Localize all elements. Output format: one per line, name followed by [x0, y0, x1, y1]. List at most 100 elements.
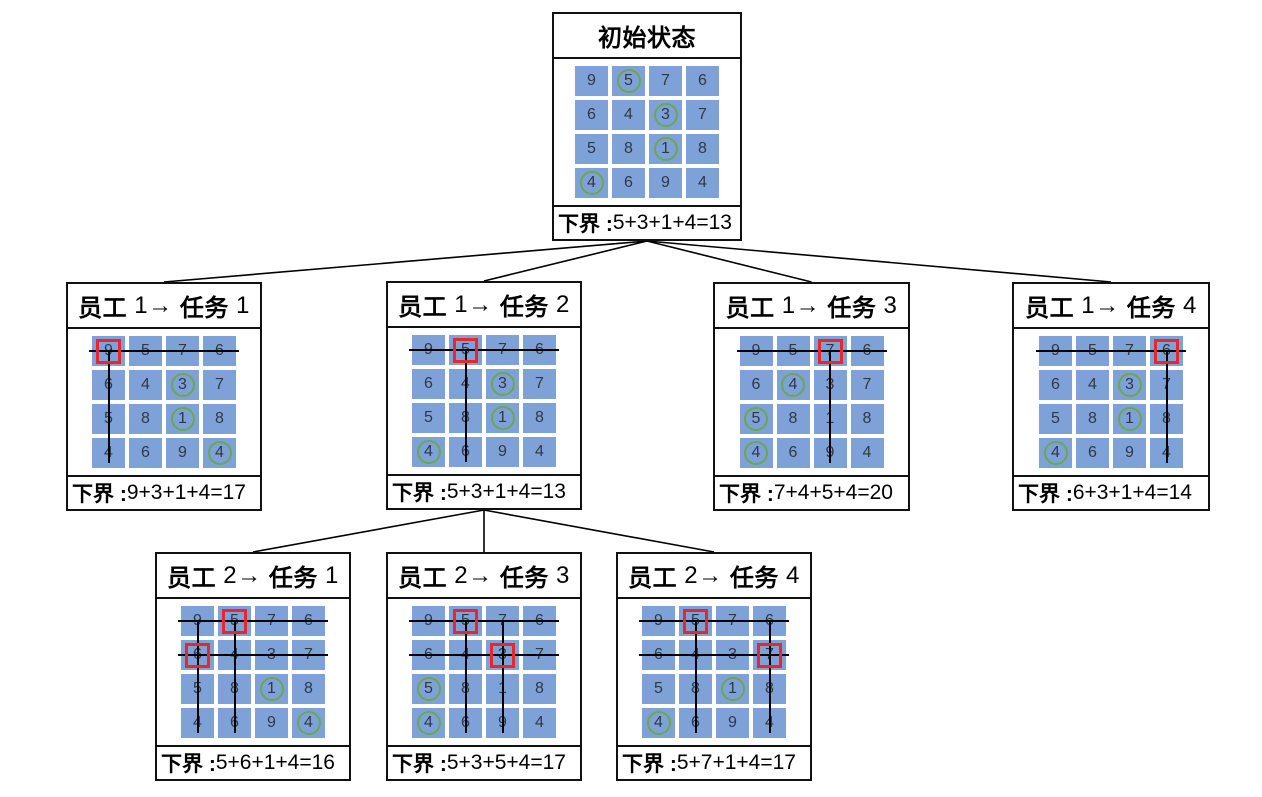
- node-title-segment: 员工: [398, 565, 448, 592]
- row-strike-line: [89, 350, 239, 352]
- matrix-cell: 7: [649, 66, 682, 96]
- column-strike-line: [464, 621, 467, 733]
- lower-bound-label: 下界 :: [392, 482, 447, 505]
- node-title-segment: 2→: [677, 561, 730, 589]
- matrix-cell: 4: [129, 370, 162, 400]
- tree-edge: [483, 240, 648, 282]
- row-strike-line: [736, 350, 887, 352]
- assignment-square: [683, 608, 708, 634]
- selection-circle: [653, 137, 678, 161]
- column-strike-line: [829, 351, 831, 463]
- lower-bound: 下界 :5+6+1+4=16: [157, 747, 349, 779]
- lower-bound: 下界 :6+3+1+4=14: [1014, 477, 1208, 509]
- matrix-cell: 6: [686, 66, 719, 96]
- node-emp2-task3: 员工 2→ 任务 39576643758184694下界 :5+3+5+4=17: [386, 552, 582, 781]
- matrix-cell: 4: [850, 438, 884, 468]
- matrix-cell: 7: [686, 100, 719, 130]
- node-title-segment: 3: [876, 291, 898, 319]
- lower-bound-label: 下界 :: [1018, 483, 1073, 506]
- node-emp2-task4: 员工 2→ 任务 49576643758184694下界 :5+7+1+4=17: [616, 552, 812, 781]
- selection-circle: [744, 407, 768, 431]
- node-title-segment: 1→: [447, 290, 500, 318]
- row-strike-line: [178, 620, 328, 622]
- node-title-segment: 1: [228, 291, 250, 319]
- matrix-cell: 9: [575, 66, 608, 96]
- selection-circle: [1117, 407, 1142, 431]
- node-title-segment: 4: [1175, 291, 1197, 319]
- lower-bound-value: 5+3+5+4=17: [446, 751, 566, 774]
- lower-bound-label: 下界 :: [392, 753, 447, 776]
- lower-bound-label: 下界 :: [72, 483, 127, 506]
- matrix-cell: 7: [523, 369, 556, 399]
- matrix-cell: 6: [129, 438, 162, 468]
- matrix-cell: 8: [523, 674, 556, 704]
- lower-bound-value: 5+7+1+4=17: [676, 751, 796, 774]
- lower-bound: 下界 :5+3+1+4=13: [554, 207, 740, 239]
- row-strike-line: [1036, 350, 1186, 352]
- matrix-cell: 9: [166, 438, 199, 468]
- node-title-segment: 员工: [398, 294, 448, 321]
- selection-circle: [416, 711, 441, 735]
- matrix-cell: 6: [1076, 438, 1109, 468]
- lower-bound-label: 下界 :: [161, 753, 216, 776]
- node-title-segment: 2→: [447, 561, 500, 589]
- row-strike-line: [639, 654, 789, 656]
- node-title-segment: 员工: [628, 565, 678, 592]
- node-emp1-task1: 员工 1→ 任务 19576643758184694下界 :9+3+1+4=17: [66, 282, 262, 511]
- column-strike-line: [501, 621, 504, 733]
- matrix-cell: 5: [575, 134, 608, 164]
- matrix-cell: 4: [523, 437, 556, 467]
- node-title: 员工 2→ 任务 1: [157, 554, 349, 599]
- assignment-square: [453, 608, 478, 634]
- node-title-segment: 2: [548, 290, 570, 318]
- lower-bound-value: 6+3+1+4=14: [1072, 481, 1192, 504]
- lower-bound-label: 下界 :: [558, 213, 613, 236]
- node-title-segment: 员工: [167, 565, 217, 592]
- matrix-cell: 4: [612, 100, 645, 130]
- lower-bound: 下界 :9+3+1+4=17: [68, 477, 260, 509]
- node-title-segment: 2→: [216, 561, 269, 589]
- matrix-cell: 7: [203, 370, 236, 400]
- column-strike-line: [107, 351, 110, 463]
- selection-circle: [490, 372, 515, 396]
- matrix-cell: 6: [776, 438, 810, 468]
- node-title: 员工 1→ 任务 1: [68, 284, 260, 329]
- selection-circle: [490, 406, 515, 430]
- matrix-cell: 6: [1039, 370, 1072, 400]
- selection-circle: [579, 171, 604, 195]
- lower-bound-value: 5+6+1+4=16: [215, 751, 335, 774]
- matrix-cell: 9: [255, 708, 288, 738]
- selection-circle: [259, 677, 284, 701]
- node-title-segment: 员工: [725, 295, 775, 322]
- selection-circle: [207, 441, 232, 465]
- row-strike-line: [178, 654, 328, 656]
- node-title-segment: 初始状态: [598, 25, 696, 52]
- lower-bound: 下界 :5+3+1+4=13: [388, 476, 580, 508]
- row-strike-line: [409, 349, 559, 351]
- node-title-segment: 3: [548, 561, 570, 589]
- matrix-cell: 8: [612, 134, 645, 164]
- node-emp1-task3: 员工 1→ 任务 39576643758184694下界 :7+4+5+4=20: [713, 282, 910, 511]
- column-strike-line: [196, 621, 199, 733]
- matrix-cell: 6: [739, 370, 773, 400]
- matrix-cell: 5: [412, 403, 445, 433]
- column-strike-line: [694, 621, 697, 733]
- matrix-cell: 9: [486, 437, 519, 467]
- selection-circle: [416, 440, 441, 464]
- lower-bound-value: 5+3+1+4=13: [446, 480, 566, 503]
- matrix-cell: 5: [1039, 404, 1072, 434]
- selection-circle: [416, 677, 441, 701]
